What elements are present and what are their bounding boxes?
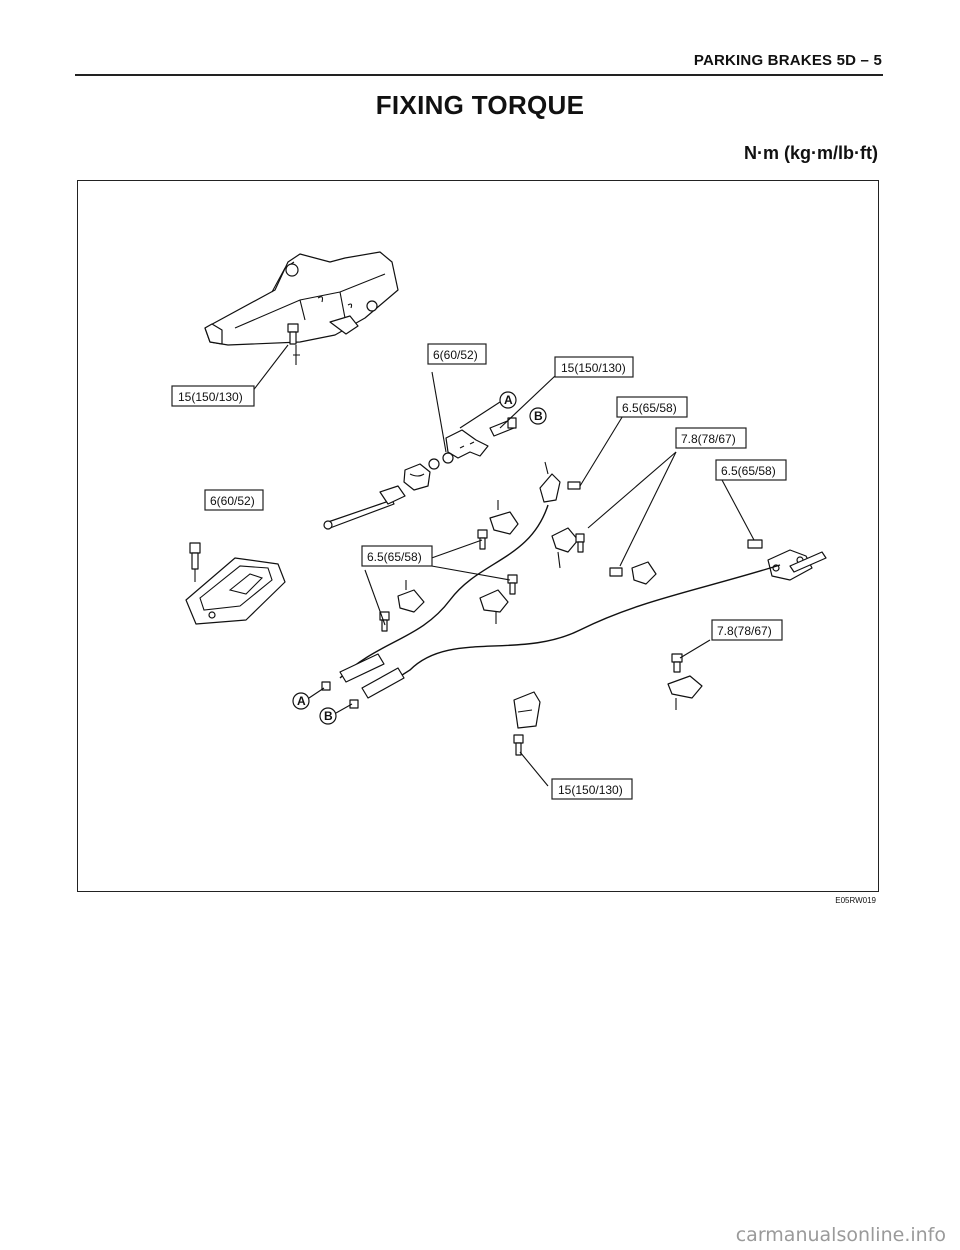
equalizer-plate <box>747 539 827 581</box>
clip-bolt-3 <box>379 611 390 632</box>
callout-bracket-bolt-bottom-label: 15(150/130) <box>558 783 623 797</box>
callout-cable-clip-upper-label: 6.5(65/58) <box>622 401 677 415</box>
callout-clip-bolt-lower: 7.8(78/67) <box>711 619 783 641</box>
bracket-bolt <box>489 417 517 437</box>
cable-clip-2 <box>479 589 509 624</box>
ref-a-top-label: A <box>504 393 513 407</box>
lower-bracket <box>513 691 541 756</box>
figure-code: E05RW019 <box>835 896 876 905</box>
torque-units: N·m (kg·m/lb·ft) <box>744 143 878 163</box>
cable-clip-6 <box>667 653 703 710</box>
callout-equalizer-bolt-label: 6.5(65/58) <box>721 464 776 478</box>
cable-clip-1 <box>489 500 519 535</box>
ref-b-top: B <box>529 407 547 425</box>
callout-lever-bolt: 15(150/130) <box>171 385 255 407</box>
clip-bolt-1 <box>477 529 488 550</box>
long-rod <box>323 485 406 530</box>
cable-guide-upper <box>539 461 581 503</box>
callout-bracket-bolt: 15(150/130) <box>554 356 634 378</box>
cable-clip-3 <box>397 580 425 613</box>
callout-bracket-bolt-label: 15(150/130) <box>561 361 626 375</box>
figure-frame <box>77 180 879 892</box>
ref-a-top: A <box>499 391 517 409</box>
equalizer-bracket <box>428 429 489 470</box>
brake-lever-assembly <box>204 251 399 346</box>
callout-clip-bolts-middle: 6.5(65/58) <box>361 545 433 567</box>
callout-lever-bolt-label: 15(150/130) <box>178 390 243 404</box>
console-bracket <box>185 557 286 625</box>
callout-clip-bolts-pair: 7.8(78/67) <box>675 427 747 449</box>
running-head: PARKING BRAKES 5D – 5 <box>693 52 882 69</box>
ref-b-bottom-label: B <box>324 709 333 723</box>
clip-bolt-2 <box>507 574 518 595</box>
callout-clip-bolts-pair-label: 7.8(78/67) <box>681 432 736 446</box>
front-clip <box>403 463 431 491</box>
ref-b-top-label: B <box>534 409 543 423</box>
cable-clip-4 <box>551 527 585 569</box>
ref-a-bottom-label: A <box>297 694 306 708</box>
callout-cable-clip-upper: 6.5(65/58) <box>616 396 688 418</box>
callout-console-bolt-label: 6(60/52) <box>210 494 255 508</box>
callout-clip-bolt-lower-label: 7.8(78/67) <box>717 624 772 638</box>
leader-lines <box>251 344 755 787</box>
callout-bracket-nut: 6(60/52) <box>427 343 487 365</box>
ref-a-bottom: A <box>292 687 325 710</box>
callout-console-bolt: 6(60/52) <box>204 489 264 511</box>
callout-bracket-nut-label: 6(60/52) <box>433 348 478 362</box>
cables <box>321 504 781 709</box>
ref-b-bottom: B <box>319 703 353 725</box>
callout-clip-bolts-middle-label: 6.5(65/58) <box>367 550 422 564</box>
callout-equalizer-bolt: 6.5(65/58) <box>715 459 787 481</box>
callout-bracket-bolt-bottom: 15(150/130) <box>551 778 633 800</box>
watermark: carmanualsonline.info <box>735 1224 946 1246</box>
header-rule <box>75 74 883 76</box>
lever-bolt <box>287 323 300 365</box>
cable-clip-5 <box>609 561 657 585</box>
console-bolt <box>189 542 201 582</box>
page-title: FIXING TORQUE <box>375 90 585 120</box>
